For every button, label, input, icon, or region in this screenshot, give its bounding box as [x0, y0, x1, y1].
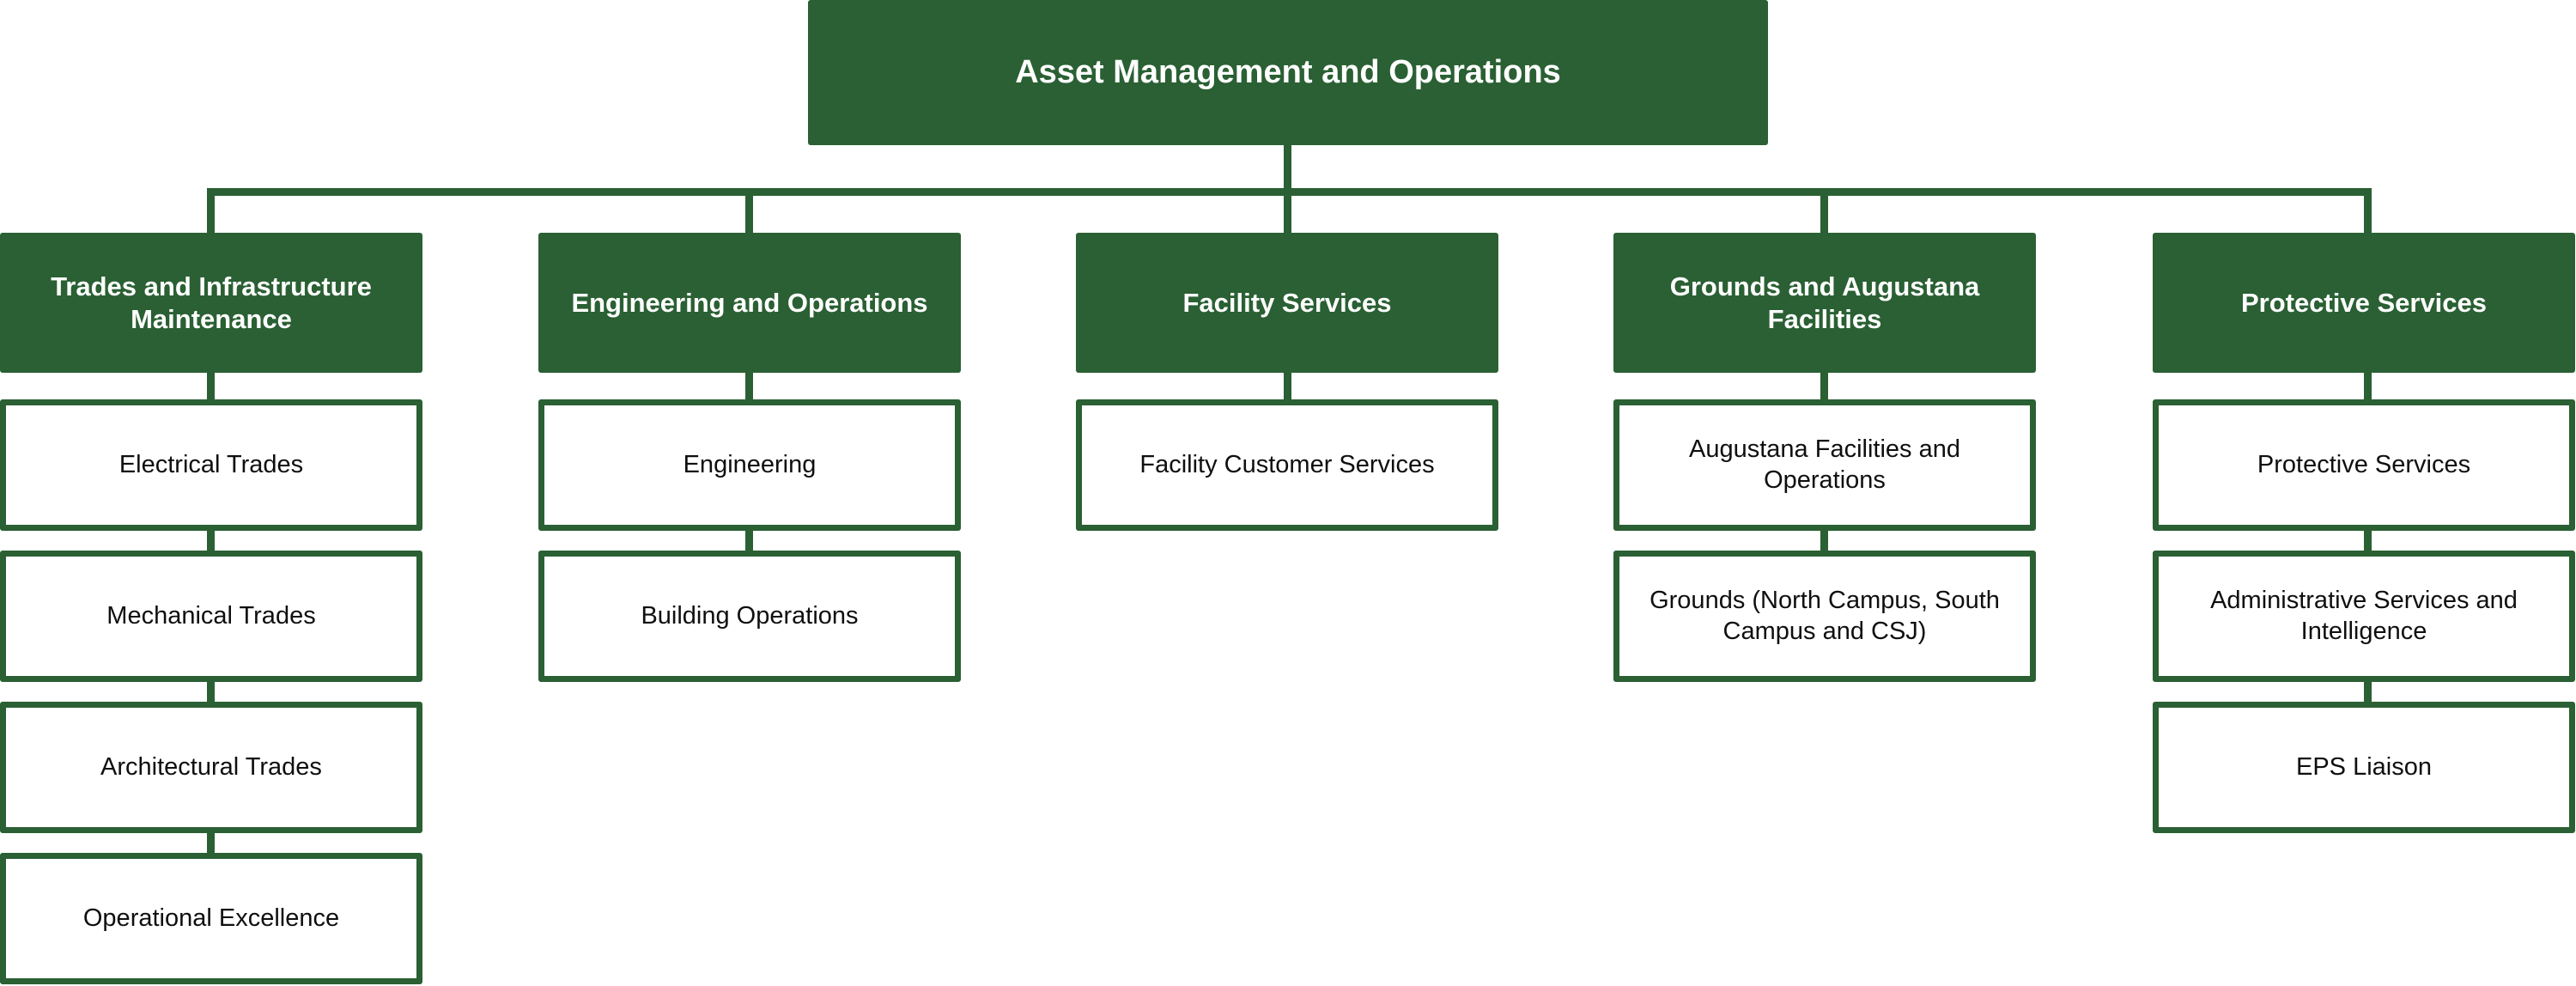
- leaf-node-mechanical-trades[interactable]: Mechanical Trades: [0, 551, 422, 682]
- connector-col1-child2-to-child3: [207, 682, 215, 703]
- column-head-label: Grounds and Augustana Facilities: [1669, 271, 1980, 334]
- column-head-label: Facility Services: [1182, 287, 1392, 318]
- leaf-node-eps-liaison[interactable]: EPS Liaison: [2153, 702, 2575, 833]
- leaf-node-protective-services[interactable]: Protective Services: [2153, 399, 2575, 531]
- leaf-node-label: Augustana Facilities and Operations: [1689, 435, 1960, 494]
- leaf-node-architectural-trades[interactable]: Architectural Trades: [0, 702, 422, 833]
- leaf-node-administrative-services-and-intelligence[interactable]: Administrative Services and Intelligence: [2153, 551, 2575, 682]
- leaf-node-label: Administrative Services and Intelligence: [2210, 587, 2518, 645]
- connector-bus-to-column-3: [1284, 188, 1291, 236]
- leaf-node-label: EPS Liaison: [2296, 752, 2432, 781]
- column-head-facility-services[interactable]: Facility Services: [1076, 233, 1498, 373]
- leaf-node-label: Protective Services: [2257, 450, 2471, 478]
- leaf-node-label: Mechanical Trades: [106, 601, 316, 630]
- connector-col1-child1-to-child2: [207, 531, 215, 552]
- connector-col4-child1-to-child2: [1820, 531, 1828, 552]
- leaf-node-augustana-facilities-and-operations[interactable]: Augustana Facilities and Operations: [1613, 399, 2036, 531]
- root-node-asset-management-and-operations[interactable]: Asset Management and Operations: [808, 0, 1768, 145]
- leaf-node-label: Engineering: [683, 450, 817, 478]
- leaf-node-label: Grounds (North Campus, South Campus and …: [1649, 587, 2000, 645]
- leaf-node-building-operations[interactable]: Building Operations: [538, 551, 961, 682]
- leaf-node-electrical-trades[interactable]: Electrical Trades: [0, 399, 422, 531]
- leaf-node-facility-customer-services[interactable]: Facility Customer Services: [1076, 399, 1498, 531]
- column-head-grounds-and-augustana-facilities[interactable]: Grounds and Augustana Facilities: [1613, 233, 2036, 373]
- column-head-label: Protective Services: [2240, 287, 2488, 318]
- connector-col5-child2-to-child3: [2364, 682, 2372, 703]
- connector-bus-to-column-1: [207, 188, 215, 236]
- leaf-node-label: Facility Customer Services: [1139, 450, 1435, 478]
- root-node-label: Asset Management and Operations: [1015, 54, 1561, 91]
- connector-bus-to-column-4: [1820, 188, 1828, 236]
- column-head-protective-services[interactable]: Protective Services: [2153, 233, 2575, 373]
- leaf-node-engineering[interactable]: Engineering: [538, 399, 961, 531]
- connector-col1-child3-to-child4: [207, 833, 215, 855]
- connector-col3-head-to-child1: [1284, 373, 1291, 400]
- column-head-trades-and-infrastructure-maintenance[interactable]: Trades and Infrastructure Maintenance: [0, 233, 422, 373]
- leaf-node-label: Architectural Trades: [100, 752, 322, 781]
- column-head-engineering-and-operations[interactable]: Engineering and Operations: [538, 233, 961, 373]
- connector-col1-head-to-child1: [207, 373, 215, 400]
- column-head-label: Engineering and Operations: [571, 287, 928, 318]
- leaf-node-label: Building Operations: [641, 601, 859, 630]
- leaf-node-label: Electrical Trades: [118, 450, 304, 478]
- connector-root-to-bus: [1284, 145, 1291, 193]
- connector-bus-to-column-2: [745, 188, 753, 236]
- connector-col2-child1-to-child2: [745, 531, 753, 552]
- connector-col2-head-to-child1: [745, 373, 753, 400]
- connector-col4-head-to-child1: [1820, 373, 1828, 400]
- connector-bus-to-column-5: [2364, 188, 2372, 236]
- column-head-label: Trades and Infrastructure Maintenance: [51, 271, 372, 334]
- connector-col5-head-to-child1: [2364, 373, 2372, 400]
- leaf-node-label: Operational Excellence: [82, 904, 340, 932]
- leaf-node-grounds-north-south-campus-csj[interactable]: Grounds (North Campus, South Campus and …: [1613, 551, 2036, 682]
- connector-col5-child1-to-child2: [2364, 531, 2372, 552]
- leaf-node-operational-excellence[interactable]: Operational Excellence: [0, 853, 422, 984]
